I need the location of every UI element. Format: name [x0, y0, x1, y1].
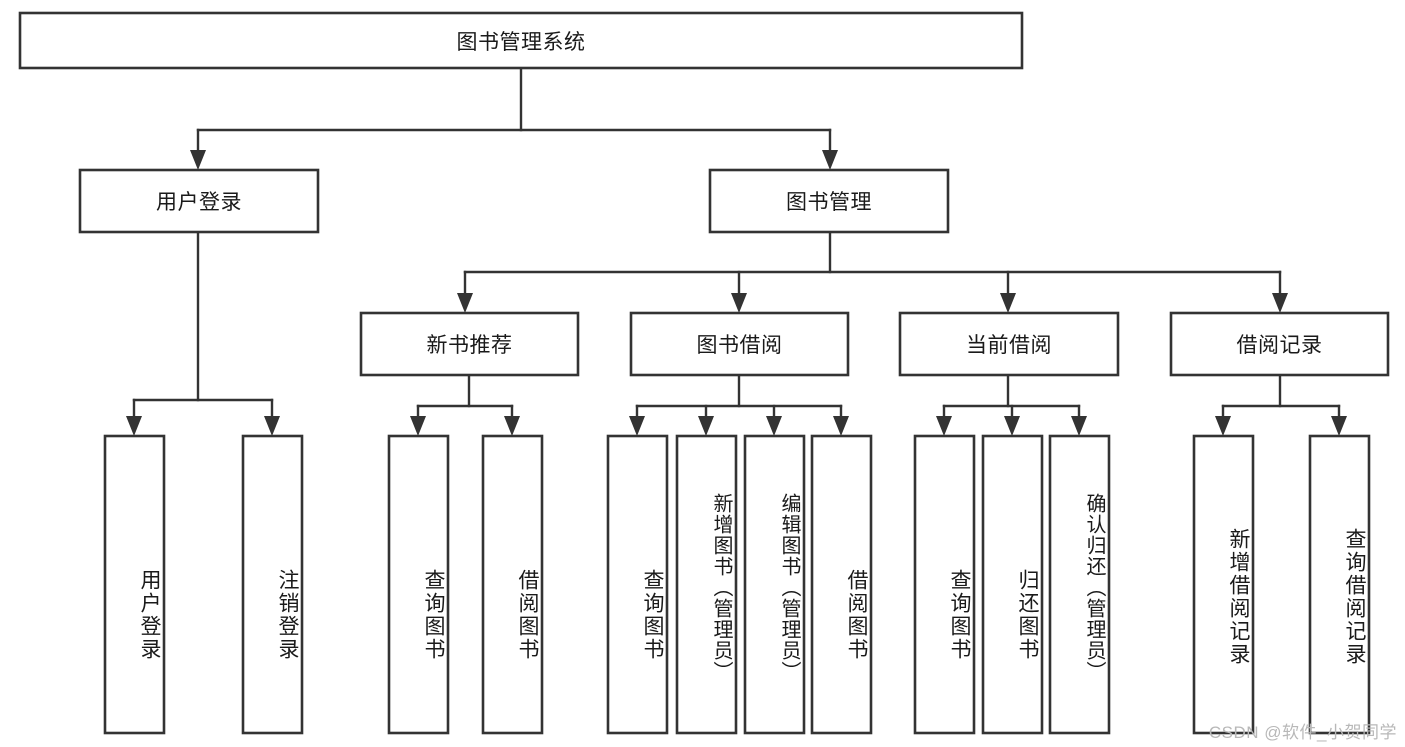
- arrow-head-icon: [1004, 416, 1020, 436]
- node-leaf-cb-query[interactable]: [913, 434, 976, 735]
- node-book-manage[interactable]: [708, 168, 950, 234]
- arrow-head-icon: [698, 416, 714, 436]
- node-leaf-logout[interactable]: [241, 434, 304, 735]
- node-leaf-bb-add[interactable]: [675, 434, 738, 735]
- arrow-head-icon: [822, 150, 838, 170]
- arrow-head-icon: [1272, 293, 1288, 313]
- arrow-head-icon: [936, 416, 952, 436]
- arrow-head-icon: [766, 416, 782, 436]
- node-leaf-br-query[interactable]: [1308, 434, 1371, 735]
- arrow-head-icon: [190, 150, 206, 170]
- node-leaf-br-add[interactable]: [1192, 434, 1255, 735]
- arrow-head-icon: [629, 416, 645, 436]
- arrow-head-icon: [457, 293, 473, 313]
- arrow-head-icon: [264, 416, 280, 436]
- node-current-borrow[interactable]: [898, 311, 1120, 377]
- node-new-book-rec[interactable]: [359, 311, 580, 377]
- node-leaf-cb-return[interactable]: [981, 434, 1044, 735]
- connector-group-borrow-record: [1215, 373, 1347, 436]
- node-book-borrow[interactable]: [629, 311, 850, 377]
- arrow-head-icon: [731, 293, 747, 313]
- arrow-head-icon: [1331, 416, 1347, 436]
- node-leaf-rec-query[interactable]: [387, 434, 450, 735]
- arrow-head-icon: [1000, 293, 1016, 313]
- node-leaf-bb-query[interactable]: [606, 434, 669, 735]
- node-leaf-cb-confirm[interactable]: [1048, 434, 1111, 735]
- connector-group-new-book-rec: [410, 373, 520, 436]
- node-user-login[interactable]: [78, 168, 320, 234]
- arrow-head-icon: [1215, 416, 1231, 436]
- connector-group-user-login: [126, 230, 280, 436]
- arrow-head-icon: [833, 416, 849, 436]
- arrow-head-icon: [1071, 416, 1087, 436]
- node-leaf-rec-borrow[interactable]: [481, 434, 544, 735]
- arrow-head-icon: [126, 416, 142, 436]
- connector-group-book-borrow: [629, 373, 849, 436]
- arrow-head-icon: [410, 416, 426, 436]
- connector-group-root: [190, 66, 838, 170]
- connector-group-current-borrow: [936, 373, 1087, 436]
- node-leaf-bb-edit[interactable]: [743, 434, 806, 735]
- node-borrow-record[interactable]: [1169, 311, 1390, 377]
- arrow-head-icon: [504, 416, 520, 436]
- node-root[interactable]: [18, 11, 1024, 70]
- node-leaf-user-login[interactable]: [103, 434, 166, 735]
- node-leaf-bb-borrow[interactable]: [810, 434, 873, 735]
- connector-group-book-manage: [457, 230, 1288, 313]
